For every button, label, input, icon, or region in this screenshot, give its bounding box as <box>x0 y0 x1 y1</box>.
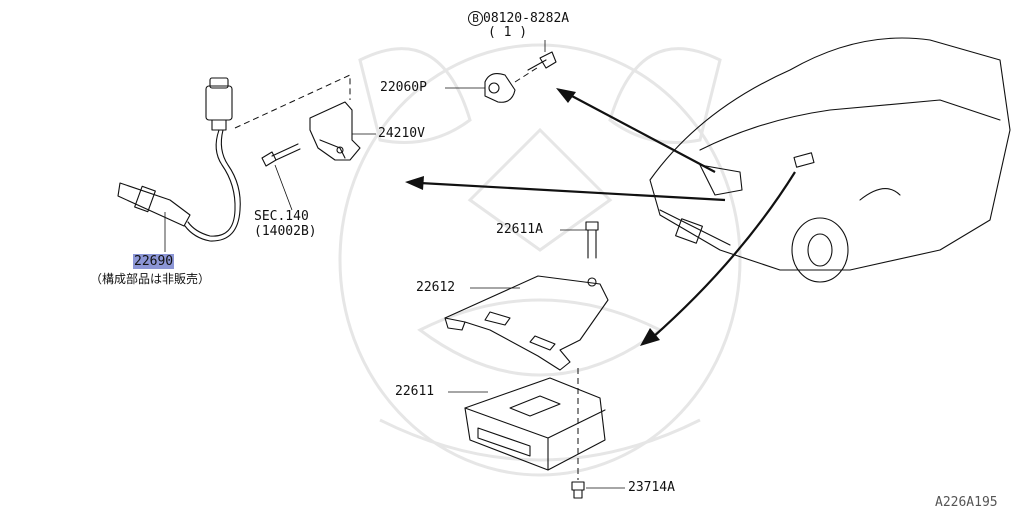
bolt-bracket-part-number: 08120-8282A <box>483 11 570 26</box>
ecu-lower-bolt-drawing <box>571 481 625 499</box>
o2-sensor-part-number[interactable]: 22690 <box>133 254 175 269</box>
bolt-sec-drawing <box>261 143 301 211</box>
o2-sensor-note: （構成部品は非販売） <box>90 272 211 286</box>
ecu-lower-bolt-label: 23714A <box>628 480 675 495</box>
ecu-bracket-drawing <box>444 275 609 371</box>
diagram-code: A226A195 <box>935 495 998 510</box>
bolt-bracket-circle-b: B <box>468 11 483 26</box>
ecu-bolt-drawing <box>560 221 599 259</box>
o2-sensor-drawing <box>117 77 241 252</box>
bolt-bracket-qty: ( 1 ) <box>488 25 528 40</box>
sec-ref-part-label: (14002B) <box>254 224 317 239</box>
knock-sensor-drawing <box>445 40 557 103</box>
ecu-bracket-label: 22612 <box>416 280 456 295</box>
arrows <box>405 88 796 346</box>
bracket-label: 24210V <box>378 126 425 141</box>
sec-ref-label: SEC.140 <box>254 209 309 224</box>
ecu-drawing <box>448 377 606 471</box>
watermark-emblem <box>338 43 742 477</box>
car-drawing <box>649 37 1011 283</box>
bracket-drawing <box>309 101 376 161</box>
ecu-label: 22611 <box>395 384 435 399</box>
knock-sensor-label: 22060P <box>380 80 427 95</box>
o2-sensor-label[interactable]: 22690 <box>133 254 175 269</box>
ecu-bolt-label: 22611A <box>496 222 543 237</box>
